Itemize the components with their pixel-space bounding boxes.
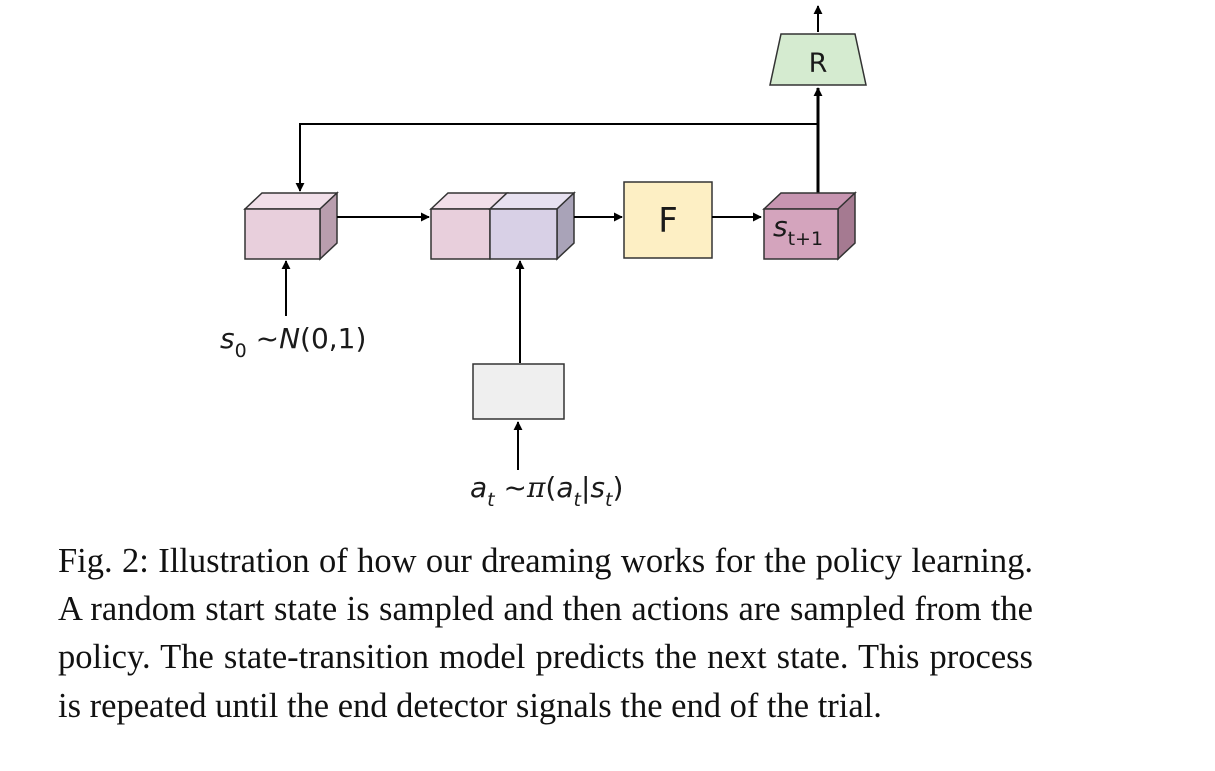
s0-distribution-label: s0 ~N(0,1) xyxy=(220,322,366,362)
reward-label: R xyxy=(809,48,828,79)
forward-model-label: F xyxy=(658,201,678,241)
concat-action-cube xyxy=(488,191,576,261)
next-state-label: st+1 xyxy=(773,210,823,250)
dreaming-diagram: R F st+1 s0 ~N(0,1) xyxy=(220,5,867,511)
figure-caption: Fig. 2: Illustration of how our dreaming… xyxy=(58,542,1033,725)
policy-box xyxy=(472,363,565,420)
action-distribution-label: at ~π(at|st) xyxy=(470,471,623,511)
next-state-cube xyxy=(762,191,857,261)
feedback-loop-arrow xyxy=(295,123,818,192)
concat-state-cube xyxy=(429,192,509,260)
state-cube xyxy=(243,191,339,261)
reward-box xyxy=(769,33,867,86)
forward-model-box xyxy=(623,181,713,259)
